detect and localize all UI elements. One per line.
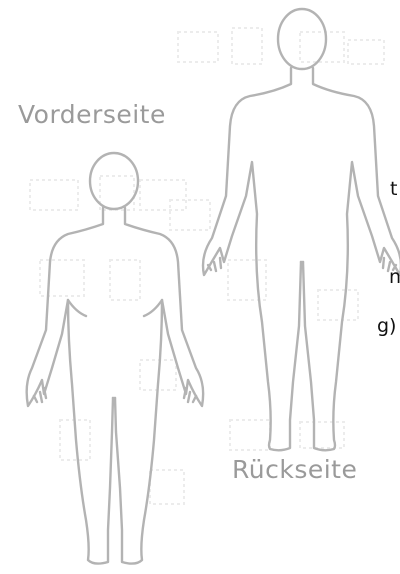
- front-figure-outline: [27, 153, 203, 564]
- back-figure-outline: [203, 9, 400, 450]
- front-label: Vorderseite: [18, 100, 166, 129]
- clipped-text-line: g): [377, 315, 396, 337]
- clipped-text-line: t: [390, 178, 397, 200]
- clipped-text-line: n: [389, 266, 400, 288]
- back-label: Rückseite: [232, 455, 357, 484]
